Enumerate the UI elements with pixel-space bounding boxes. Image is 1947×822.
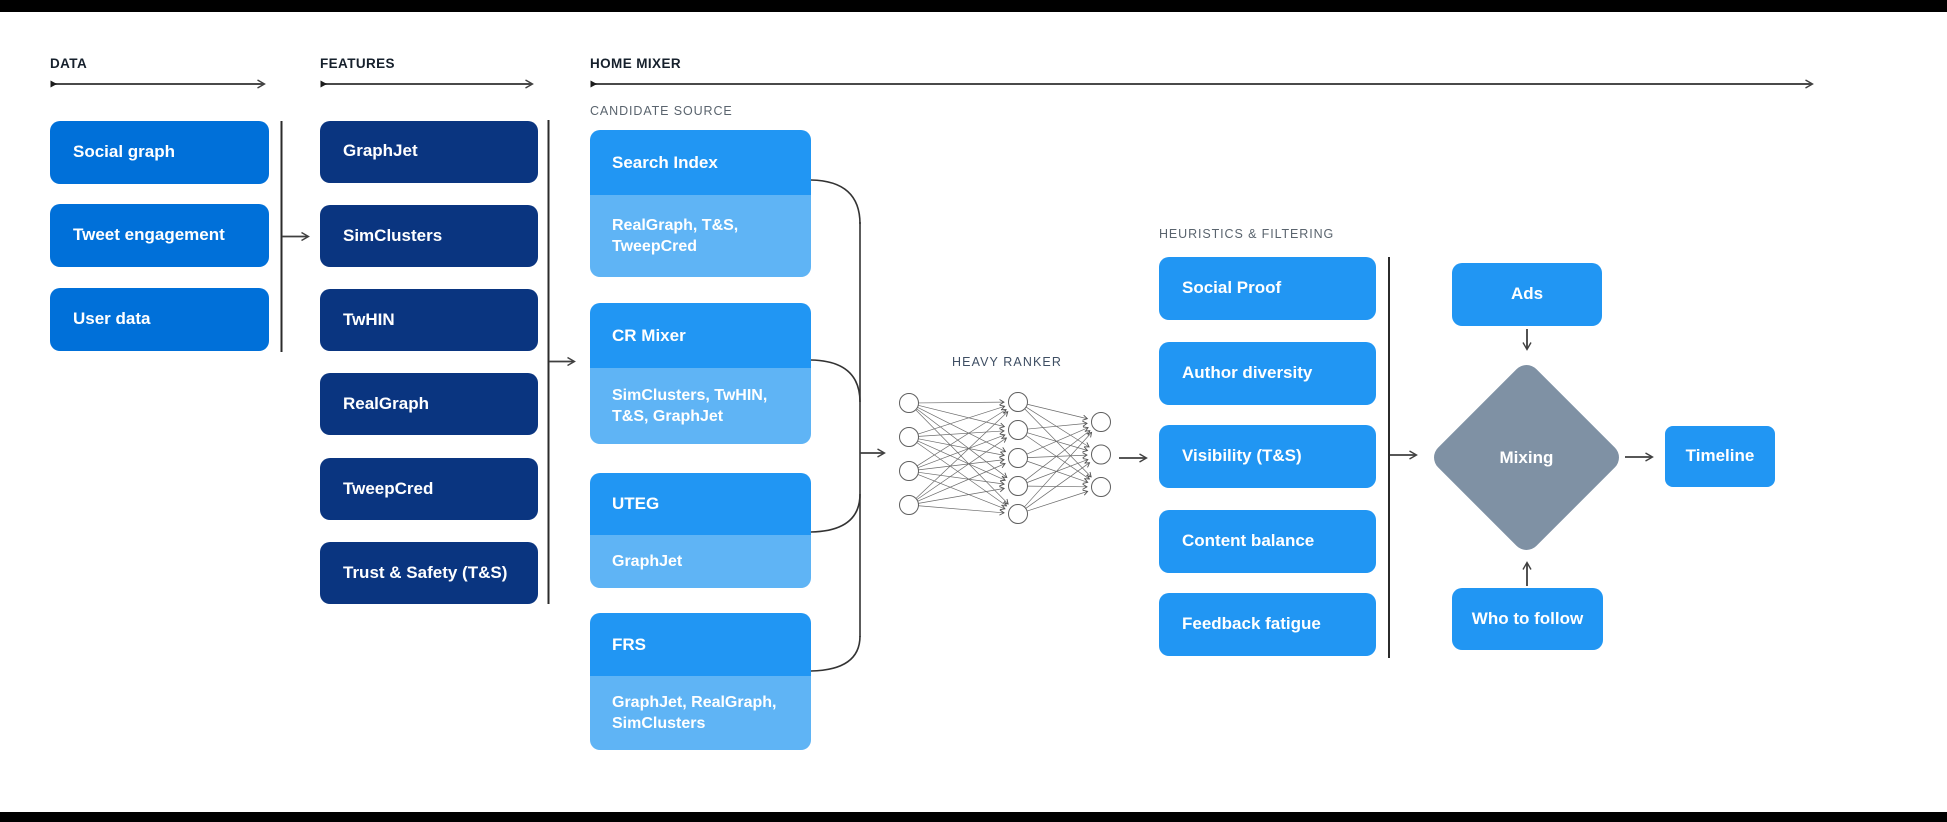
heuristic-box-content-balance: Content balance [1159, 509, 1376, 573]
heuristic-box-author-diversity: Author diversity [1159, 341, 1376, 405]
candidate-card-frs: FRS GraphJet, RealGraph, SimClusters [590, 613, 811, 750]
data-box-user-data: User data [50, 288, 269, 351]
feature-box-graphjet: GraphJet [320, 120, 538, 183]
candidate-card-title: Search Index [590, 130, 811, 195]
candidate-card-title: FRS [590, 613, 811, 676]
heavy-ranker-network [899, 392, 1111, 524]
candidate-card-title: UTEG [590, 473, 811, 535]
top-black-bar [0, 0, 1947, 12]
heuristic-box-visibility: Visibility (T&S) [1159, 425, 1376, 488]
candidate-card-search-index: Search Index RealGraph, T&S, TweepCred [590, 130, 811, 277]
heuristics-caption: HEURISTICS & FILTERING [1159, 227, 1335, 241]
home-mixer-section-header: HOME MIXER [590, 56, 682, 71]
candidate-card-sources: SimClusters, TwHIN, T&S, GraphJet [590, 368, 811, 444]
data-section-header: DATA [50, 56, 88, 71]
features-section-header: FEATURES [320, 56, 395, 71]
candidate-card-sources: RealGraph, T&S, TweepCred [590, 195, 811, 277]
candidate-card-sources: GraphJet, RealGraph, SimClusters [590, 676, 811, 750]
bottom-black-bar [0, 812, 1947, 822]
candidate-card-cr-mixer: CR Mixer SimClusters, TwHIN, T&S, GraphJ… [590, 303, 811, 444]
heuristic-box-social-proof: Social Proof [1159, 257, 1376, 320]
heavy-ranker-caption: HEAVY RANKER [952, 355, 1062, 369]
mixing-diamond: Mixing [1428, 359, 1625, 556]
feature-box-simclusters: SimClusters [320, 204, 538, 267]
feature-box-realgraph: RealGraph [320, 373, 538, 436]
mixing-diamond-label: Mixing [1499, 447, 1554, 467]
feature-box-twhin: TwHIN [320, 289, 538, 352]
ads-box: Ads [1452, 263, 1602, 326]
candidate-source-caption: CANDIDATE SOURCE [590, 104, 733, 118]
feature-box-trust-safety: Trust & Safety (T&S) [320, 542, 538, 604]
candidate-card-sources: GraphJet [590, 535, 811, 588]
data-box-tweet-engagement: Tweet engagement [50, 204, 269, 267]
feature-box-tweepcred: TweepCred [320, 457, 538, 520]
candidate-card-title: CR Mixer [590, 303, 811, 368]
data-box-social-graph: Social graph [50, 121, 269, 184]
who-to-follow-box: Who to follow [1452, 588, 1603, 650]
timeline-box: Timeline [1665, 426, 1775, 487]
heuristic-box-feedback-fatigue: Feedback fatigue [1159, 593, 1376, 656]
candidate-merge-curves [810, 179, 861, 672]
candidate-card-uteg: UTEG GraphJet [590, 473, 811, 588]
